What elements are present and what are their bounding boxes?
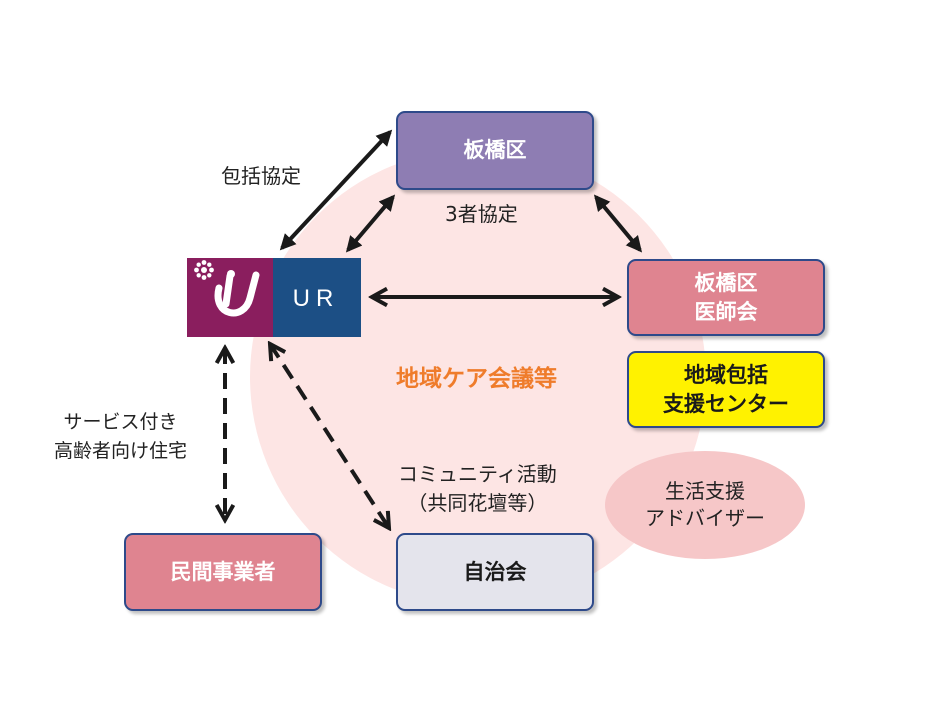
community-activity-line1: コミュニティ活動 [398, 462, 557, 486]
private-business-label: 民間事業者 [170, 559, 276, 584]
arrow-three-party-right [593, 194, 643, 253]
ur-logo-text: UR [293, 285, 340, 312]
ur-logo-blue-block [273, 258, 361, 337]
medical-association-box: 板橋区 医師会 [627, 259, 825, 336]
community-activity-line2: （共同花壇等） [407, 491, 548, 515]
itabashi-ku-label: 板橋区 [463, 138, 527, 163]
medical-association-line2: 医師会 [694, 299, 758, 324]
medical-association-line1: 板橋区 [694, 271, 758, 296]
advisor-line1: 生活支援 [665, 479, 745, 503]
flower-icon [194, 260, 214, 280]
itabashi-ku-box: 板橋区 [396, 111, 594, 190]
person-head-icon [227, 270, 235, 278]
arrow-three-party-left [345, 194, 396, 253]
private-business-box: 民間事業者 [124, 533, 322, 611]
residents-association-label: 自治会 [463, 559, 527, 584]
support-center-box: 地域包括 支援センター [627, 351, 825, 428]
arrow-ur-residents-assoc [270, 344, 389, 528]
advisor-label: 生活支援 アドバイザー [630, 478, 780, 532]
service-housing-label: サービス付き 高齢者向け住宅 [54, 408, 187, 467]
ur-logo: UR [187, 258, 361, 337]
three-party-agreement-label: 3者協定 [445, 202, 518, 226]
support-center-line1: 地域包括 [684, 363, 768, 388]
advisor-ellipse [605, 451, 805, 559]
advisor-line2: アドバイザー [645, 506, 765, 530]
support-center-line2: 支援センター [663, 391, 789, 416]
arrow-ur-itabashi-ku [279, 129, 393, 251]
service-housing-line2: 高齢者向け住宅 [54, 440, 188, 463]
community-activity-label: コミュニティ活動 （共同花壇等） [398, 460, 557, 518]
community-care-meeting-label: 地域ケア会議等 [396, 366, 557, 392]
comprehensive-agreement-label: 包括協定 [221, 164, 301, 188]
residents-association-box: 自治会 [396, 533, 594, 611]
person-figure-icon [214, 271, 260, 317]
service-housing-line1: サービス付き [63, 411, 178, 433]
